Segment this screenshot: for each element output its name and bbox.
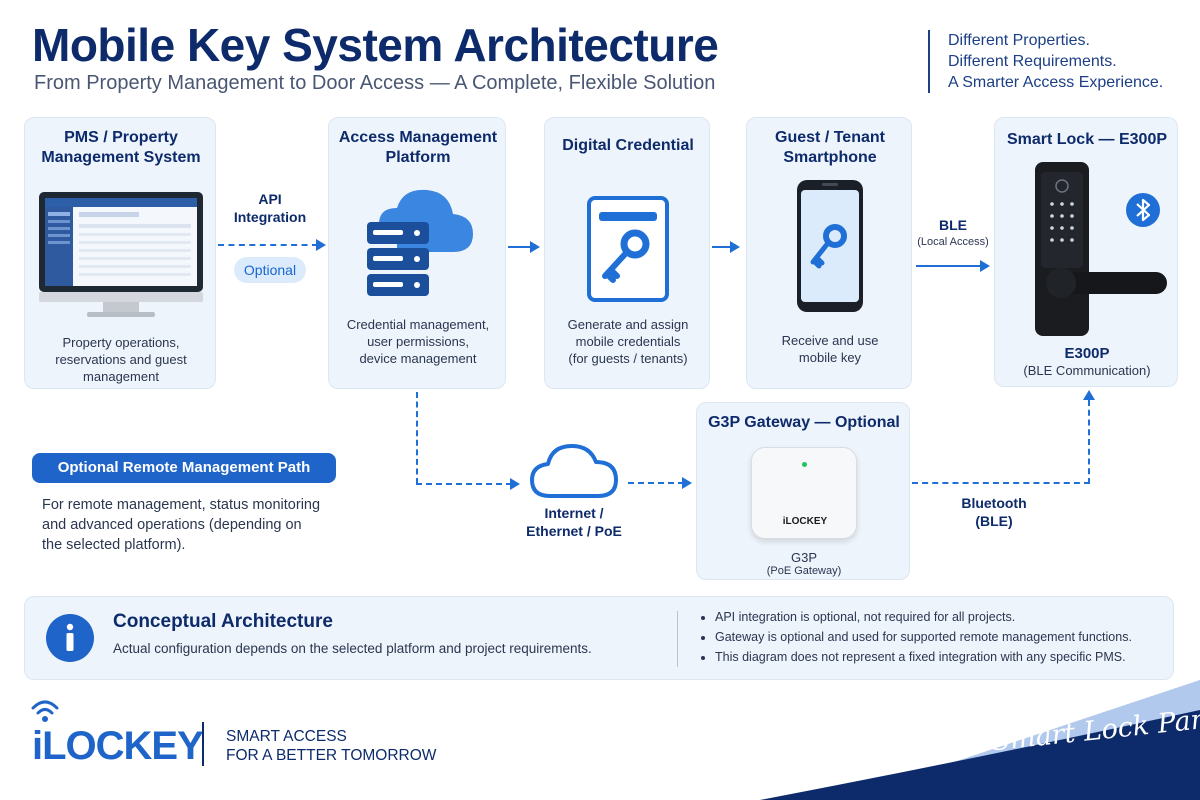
optional-badge: Optional [234,257,306,283]
access-platform-card: Access Management Platform Credential ma… [328,117,506,389]
internet-label: Ethernet / PoE [526,523,622,539]
smartphone-card: Guest / Tenant Smartphone Receive and us… [746,117,912,389]
bluetooth-label: Bluetooth [961,495,1027,511]
page-subtitle: From Property Management to Door Access … [34,72,716,94]
footer-divider [202,722,204,766]
smartphone-key-icon [797,180,863,312]
api-label: API [258,191,282,207]
tagline-line: Different Properties. [948,32,1090,49]
wifi-logo-icon [31,700,59,722]
ble-label: BLE [939,217,967,233]
ble-arrow-head [980,260,990,272]
remote-desc: For remote management, status monitoring [42,497,321,513]
pms-card: PMS / Property Management System Propert… [24,117,216,389]
smartphone-desc: mobile key [798,350,862,365]
cloud-icon [530,444,618,498]
gateway-brand: iLOCKEY [782,516,828,527]
status-led-icon [802,462,807,467]
credential-desc: mobile credentials [575,334,681,349]
smart-lock-desc: (BLE Communication) [1023,363,1151,378]
arrow-head [510,478,520,490]
access-platform-title: Access Management [338,129,498,146]
concept-divider [677,611,678,667]
remote-desc: and advanced operations (depending on [42,517,302,533]
remote-path-line [416,483,512,485]
pms-desc: Property operations, [62,335,180,350]
smartphone-desc: Receive and use [781,333,879,348]
bluetooth-path-line [912,482,1090,484]
smartphone-title: Guest / Tenant [775,129,885,146]
arrow-head [1083,390,1095,400]
concept-bullet: Gateway is optional and used for support… [715,627,1132,647]
credential-title: Digital Credential [562,137,694,154]
tagline-line: Different Requirements. [948,53,1117,70]
arrow-head [530,241,540,253]
smart-lock-model: E300P [1064,345,1110,362]
api-arrow-head [316,239,326,251]
access-platform-desc: Credential management, [346,317,490,332]
concept-panel: Conceptual Architecture Actual configura… [24,596,1174,680]
footer-logo: iLOCKEY [32,724,204,768]
gateway-model: G3P [790,550,817,565]
smart-lock-title: Smart Lock — E300P [1006,131,1168,148]
remote-path-line [416,392,418,484]
smart-lock-card: Smart Lock — E300P E300P (BLE Communicat… [994,117,1178,387]
api-arrow-line [218,244,318,246]
gateway-title: G3P Gateway — Optional [708,414,900,431]
dashed-connector [628,482,684,484]
pms-desc: reservations and guest [55,352,187,367]
access-platform-title: Platform [385,149,451,166]
smart-lock-icon [1035,162,1167,336]
concept-bullet: API integration is optional, not require… [715,607,1132,627]
access-platform-desc: user permissions, [367,334,469,349]
footer-band [760,680,1200,800]
remote-path-badge: Optional Remote Management Path [32,453,336,483]
bluetooth-label: (BLE) [975,513,1013,529]
pms-title: Management System [41,149,201,166]
monitor-icon [39,192,203,317]
tagline: Different Properties. Different Requirem… [928,30,1163,93]
remote-desc: the selected platform). [42,537,186,553]
bluetooth-icon [1126,193,1160,227]
ble-sublabel: (Local Access) [917,236,989,248]
gateway-device: iLOCKEY [751,447,857,539]
smartphone-title: Smartphone [783,149,877,166]
pms-title: PMS / Property [64,129,178,146]
ble-arrow-line [916,265,982,267]
footer-slogan: SMART ACCESS [226,728,347,745]
arrow-head [730,241,740,253]
arrow-line [508,246,532,248]
key-card-icon [587,196,669,302]
concept-title: Conceptual Architecture [113,611,333,632]
access-platform-desc: device management [359,351,477,366]
concept-bullet: This diagram does not represent a fixed … [715,647,1132,667]
bluetooth-path-line [1088,400,1090,484]
gateway-card: G3P Gateway — Optional iLOCKEY G3P (PoE … [696,402,910,580]
footer-slogan: FOR A BETTER TOMORROW [226,747,437,764]
credential-desc: Generate and assign [567,317,689,332]
credential-desc: (for guests / tenants) [568,351,688,366]
page-title: Mobile Key System Architecture [32,19,719,71]
arrow-line [712,246,732,248]
info-icon [46,614,94,662]
concept-desc: Actual configuration depends on the sele… [113,641,592,656]
arrow-head [682,477,692,489]
pms-desc: management [83,369,159,384]
internet-label: Internet / [544,505,604,521]
digital-credential-card: Digital Credential Generate and assign m… [544,117,710,389]
gateway-desc: (PoE Gateway) [766,565,842,577]
tagline-line: A Smarter Access Experience. [948,74,1164,91]
cloud-server-icon [367,189,473,296]
api-label: Integration [233,209,307,225]
